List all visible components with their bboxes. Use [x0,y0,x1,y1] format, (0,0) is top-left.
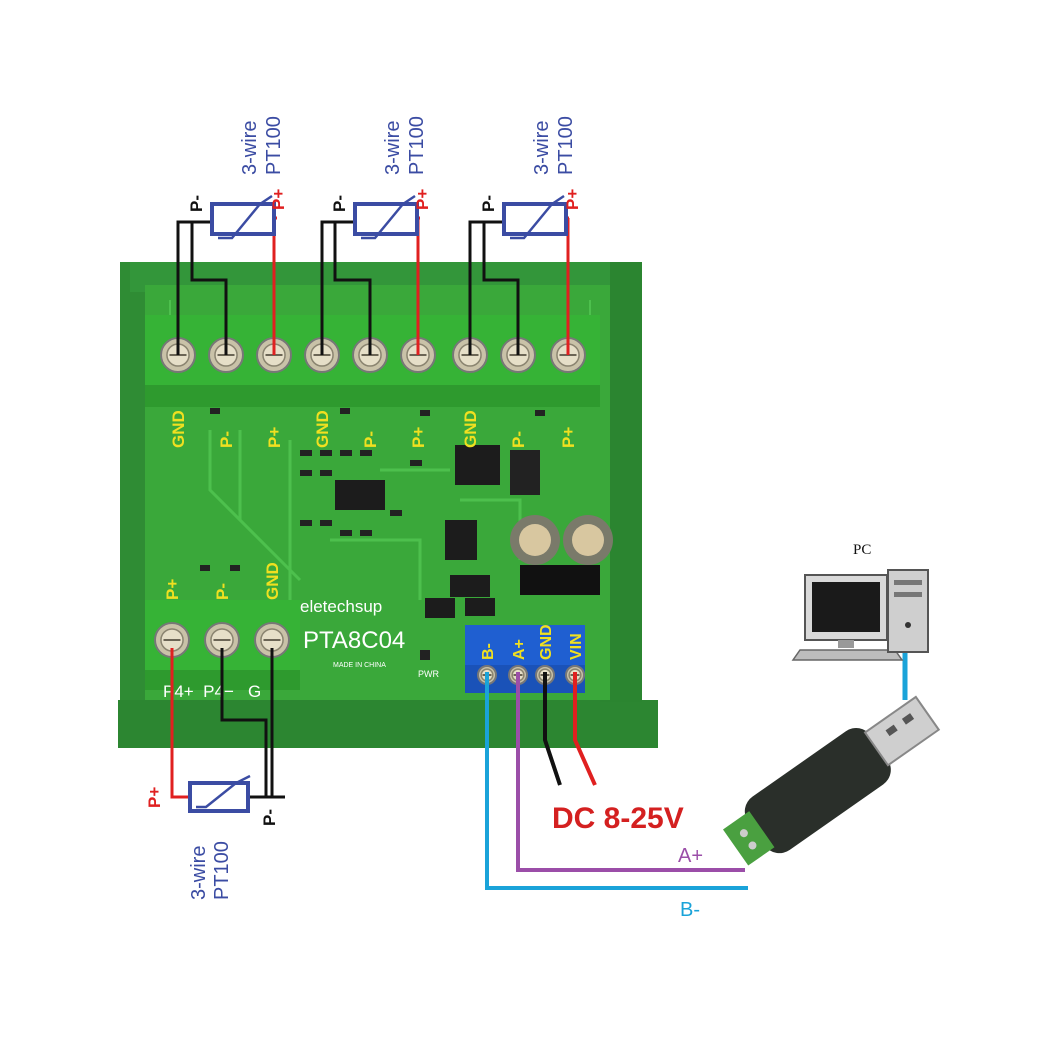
wire-a-plus [516,672,745,872]
sensor-2-neg-label: P- [330,195,349,212]
top-terminal-block [145,315,600,407]
sensor-3-pos-label: P+ [563,189,582,210]
sensor-2-pos-label: P+ [413,189,432,210]
sensor-4: P+ P- 3-wire PT100 [145,774,279,900]
top-terminal-labels: GND P- P+ GND P- P+ GND P- P+ [169,410,578,448]
bottom-terminal-labels: P+ P- GND [163,562,282,600]
rtd-symbol [353,202,419,236]
board-brand: eletechsup [300,597,382,616]
sensor-4-type-line1: 3-wire [188,846,210,900]
sensor-3-type-line1: 3-wire [531,121,553,175]
pc-icon [791,569,929,661]
bus-terminal-labels: B- A+ GND VIN [480,624,585,660]
terminal-label-bottom-3: GND [263,562,282,600]
sensor-wires-bottom [170,648,285,799]
terminal-screw-bottom-2 [204,622,240,658]
wire-gnd-2 [320,220,355,355]
terminal-label-top-9: P+ [559,427,578,448]
terminal-label-bus-4: VIN [568,633,585,660]
pc-label: PC [853,542,871,558]
sensor-4-pos-label: P+ [145,787,164,808]
sensor-3-neg-label: P- [479,195,498,212]
board-bottom-silk: P4+ P4− G [163,682,261,701]
rtd-symbol [210,202,276,236]
terminal-label-bus-2: A+ [511,639,528,660]
power-label: DC 8-25V [552,802,684,835]
terminal-label-bus-1: B- [480,643,497,660]
terminal-label-top-7: GND [461,410,480,448]
wire-p4-minus-a [220,648,268,797]
board-made-in: MADE IN CHINA [333,662,386,669]
terminal-label-bus-3: GND [538,624,555,660]
terminal-label-top-8: P- [509,431,528,448]
sensor-2-type-line1: 3-wire [382,121,404,175]
terminal-label-bottom-1: P+ [163,579,182,600]
usb-rs485-converter [722,695,941,866]
wire-pminus-3 [482,222,520,355]
power-wires [543,672,597,786]
board-pwr-label: PWR [418,669,439,679]
terminal-screw-bottom-1 [154,622,190,658]
sensor-1-type-line2: PT100 [263,116,285,175]
terminal-label-top-5: P- [361,431,380,448]
terminal-label-top-1: GND [169,410,188,448]
sensor-4-neg-label: P- [260,809,279,826]
sensor-2-type-line2: PT100 [406,116,428,175]
wire-pminus-2 [333,222,372,355]
wire-gnd-3 [468,220,504,355]
terminal-label-top-3: P+ [265,427,284,448]
terminal-label-top-4: GND [313,410,332,448]
wire-pplus-3 [566,216,570,355]
sensor-3-type-line2: PT100 [555,116,577,175]
wire-pminus-1 [190,222,228,355]
sensor-1-pos-label: P+ [269,189,288,210]
board-model: PTA8C04 [303,627,405,654]
sensor-1-type-line1: 3-wire [239,121,261,175]
wire-b-minus [485,672,748,890]
wire-p4-plus [170,648,190,799]
terminal-label-bottom-2: P- [213,583,232,600]
terminal-label-top-6: P+ [409,427,428,448]
wire-gnd-1 [176,220,212,355]
terminal-label-top-2: P- [217,431,236,448]
sensor-4-type-line2: PT100 [211,841,233,900]
rs485-a-label: A+ [678,845,703,867]
sensor-1-neg-label: P- [187,195,206,212]
rs485-b-label: B- [680,899,700,921]
rtd-symbol [502,202,568,236]
terminal-screw-bottom-3 [254,622,290,658]
rs485-wires [485,672,748,890]
